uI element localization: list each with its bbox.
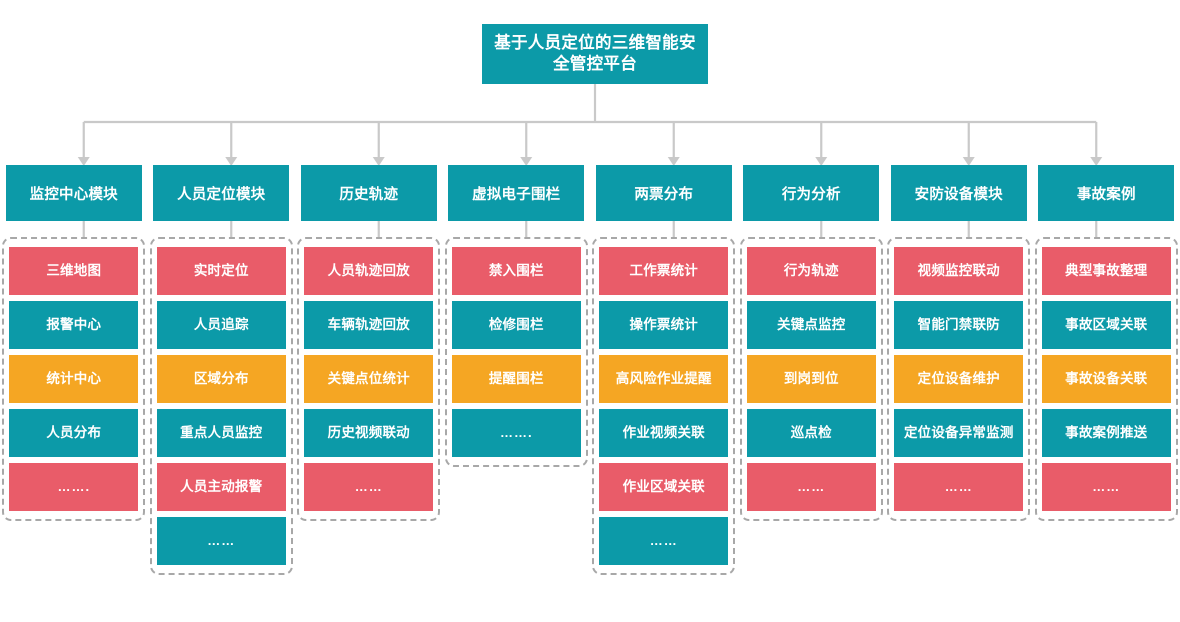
submodule-item[interactable]: 高风险作业提醒 — [599, 355, 729, 403]
submodule-item[interactable]: 人员追踪 — [156, 301, 286, 349]
submodule-group: 视频监控联动智能门禁联防定位设备维护定位设备异常监测 …… — [887, 237, 1031, 521]
header-group-spacer — [221, 221, 222, 237]
module-column: 历史轨迹人员轨迹回放车辆轨迹回放关键点位统计历史视频联动 …… — [295, 165, 443, 521]
submodule-item[interactable]: 典型事故整理 — [1041, 247, 1171, 295]
header-group-spacer — [958, 221, 959, 237]
submodule-item[interactable]: 重点人员监控 — [156, 409, 286, 457]
submodule-group: 典型事故整理事故区域关联事故设备关联事故案例推送 …… — [1034, 237, 1178, 521]
submodule-item[interactable]: 巡点检 — [746, 409, 876, 457]
submodule-item[interactable]: 人员主动报警 — [156, 463, 286, 511]
submodule-more-item[interactable]: …… — [304, 463, 434, 511]
submodule-item[interactable]: 定位设备维护 — [894, 355, 1024, 403]
header-group-spacer — [516, 221, 517, 237]
submodule-more-item[interactable]: …… — [894, 463, 1024, 511]
header-group-spacer — [73, 221, 74, 237]
submodule-item[interactable]: 报警中心 — [9, 301, 139, 349]
submodule-item[interactable]: 工作票统计 — [599, 247, 729, 295]
module-header[interactable]: 行为分析 — [743, 165, 880, 221]
submodule-item[interactable]: 车辆轨迹回放 — [304, 301, 434, 349]
module-column: 安防设备模块视频监控联动智能门禁联防定位设备维护定位设备异常监测 …… — [885, 165, 1033, 521]
header-group-spacer — [811, 221, 812, 237]
module-header[interactable]: 历史轨迹 — [300, 165, 437, 221]
submodule-more-item[interactable]: …… — [599, 517, 729, 565]
submodule-item[interactable]: 作业视频关联 — [599, 409, 729, 457]
submodule-group: 禁入围栏检修围栏提醒围栏 ……. — [444, 237, 588, 467]
module-column: 行为分析行为轨迹关键点监控到岗到位巡点检 …… — [738, 165, 886, 521]
module-column: 虚拟电子围栏禁入围栏检修围栏提醒围栏 ……. — [443, 165, 591, 467]
submodule-more-item[interactable]: ……. — [9, 463, 139, 511]
module-header[interactable]: 两票分布 — [595, 165, 732, 221]
submodule-item[interactable]: 定位设备异常监测 — [894, 409, 1024, 457]
submodule-more-item[interactable]: …… — [746, 463, 876, 511]
submodule-item[interactable]: 人员轨迹回放 — [304, 247, 434, 295]
module-header[interactable]: 人员定位模块 — [153, 165, 290, 221]
submodule-item[interactable]: 作业区域关联 — [599, 463, 729, 511]
submodule-more-item[interactable]: …… — [156, 517, 286, 565]
module-header[interactable]: 事故案例 — [1038, 165, 1175, 221]
submodule-item[interactable]: 事故案例推送 — [1041, 409, 1171, 457]
submodule-item[interactable]: 智能门禁联防 — [894, 301, 1024, 349]
module-columns: 监控中心模块三维地图报警中心统计中心人员分布…….人员定位模块实时定位人员追踪区… — [0, 165, 1180, 575]
module-column: 监控中心模块三维地图报警中心统计中心人员分布 ……. — [0, 165, 148, 521]
header-group-spacer — [368, 221, 369, 237]
submodule-group: 三维地图报警中心统计中心人员分布 ……. — [2, 237, 146, 521]
submodule-item[interactable]: 事故区域关联 — [1041, 301, 1171, 349]
submodule-item[interactable]: 人员分布 — [9, 409, 139, 457]
submodule-item[interactable]: 禁入围栏 — [451, 247, 581, 295]
header-group-spacer — [1106, 221, 1107, 237]
submodule-group: 行为轨迹关键点监控到岗到位巡点检 …… — [739, 237, 883, 521]
submodule-item[interactable]: 提醒围栏 — [451, 355, 581, 403]
submodule-item[interactable]: 统计中心 — [9, 355, 139, 403]
platform-title-box: 基于人员定位的三维智能安全管控平台 — [482, 24, 708, 84]
module-header[interactable]: 监控中心模块 — [5, 165, 142, 221]
submodule-item[interactable]: 三维地图 — [9, 247, 139, 295]
submodule-more-item[interactable]: …… — [1041, 463, 1171, 511]
submodule-item[interactable]: 历史视频联动 — [304, 409, 434, 457]
submodule-group: 实时定位人员追踪区域分布重点人员监控人员主动报警 …… — [149, 237, 293, 575]
submodule-item[interactable]: 到岗到位 — [746, 355, 876, 403]
submodule-item[interactable]: 事故设备关联 — [1041, 355, 1171, 403]
submodule-group: 人员轨迹回放车辆轨迹回放关键点位统计历史视频联动 …… — [297, 237, 441, 521]
module-column: 事故案例典型事故整理事故区域关联事故设备关联事故案例推送 …… — [1033, 165, 1180, 521]
submodule-item[interactable]: 区域分布 — [156, 355, 286, 403]
submodule-more-item[interactable]: ……. — [451, 409, 581, 457]
module-header[interactable]: 安防设备模块 — [890, 165, 1027, 221]
submodule-item[interactable]: 实时定位 — [156, 247, 286, 295]
submodule-item[interactable]: 检修围栏 — [451, 301, 581, 349]
module-header[interactable]: 虚拟电子围栏 — [448, 165, 585, 221]
submodule-item[interactable]: 关键点监控 — [746, 301, 876, 349]
submodule-item[interactable]: 视频监控联动 — [894, 247, 1024, 295]
module-column: 人员定位模块实时定位人员追踪区域分布重点人员监控人员主动报警 …… — [148, 165, 296, 575]
header-group-spacer — [663, 221, 664, 237]
submodule-group: 工作票统计操作票统计高风险作业提醒作业视频关联作业区域关联 …… — [592, 237, 736, 575]
submodule-item[interactable]: 操作票统计 — [599, 301, 729, 349]
submodule-item[interactable]: 行为轨迹 — [746, 247, 876, 295]
module-column: 两票分布工作票统计操作票统计高风险作业提醒作业视频关联作业区域关联 …… — [590, 165, 738, 575]
submodule-item[interactable]: 关键点位统计 — [304, 355, 434, 403]
